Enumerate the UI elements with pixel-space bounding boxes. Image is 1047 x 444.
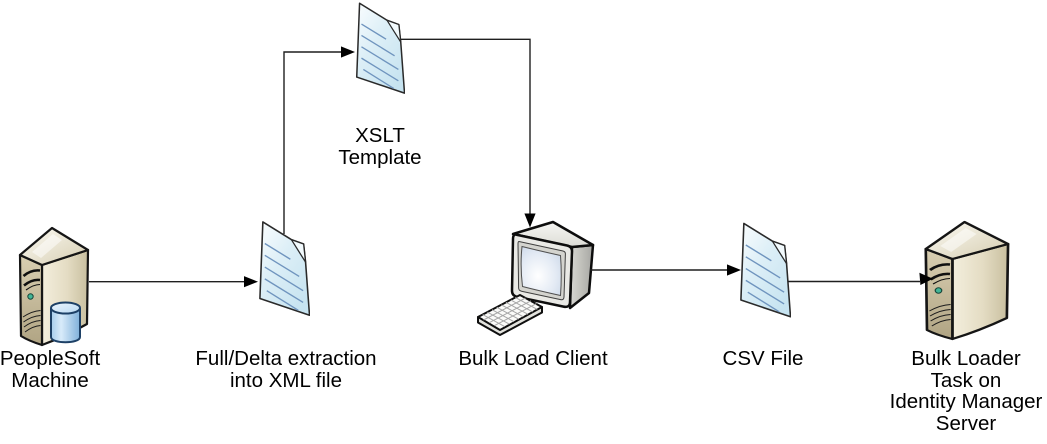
label-line: XSLT — [355, 124, 405, 147]
peoplesoft-machine-label: PeopleSoft Machine — [0, 348, 100, 391]
document-icon — [352, 1, 405, 102]
label-line: Task on — [930, 368, 1002, 392]
bulk-load-client-label: Bulk Load Client — [458, 348, 607, 370]
keyboard-icon — [477, 294, 543, 336]
database-cylinder-icon — [50, 301, 81, 344]
monitor-screen — [520, 245, 562, 297]
label-line: Bulk Loader — [911, 347, 1021, 370]
label-line: Bulk Load Client — [458, 347, 608, 370]
desktop-computer-icon — [477, 220, 595, 336]
server-tower-icon — [904, 219, 1025, 344]
document-icon — [255, 219, 310, 325]
label-line: Machine — [11, 368, 89, 392]
document-icon — [736, 220, 791, 327]
xml-extraction-label: Full/Delta extraction into XML file — [195, 348, 376, 391]
connector-xml-to-xslt — [283, 51, 341, 234]
server-tower-database-icon — [2, 225, 102, 350]
label-line: Server — [935, 412, 997, 436]
label-line: CSV File — [722, 347, 804, 370]
xslt-template-label: XSLT Template — [338, 125, 421, 168]
bulk-loader-task-label: Bulk Loader Task on Identity Manager Ser… — [890, 348, 1043, 435]
monitor-side — [568, 243, 595, 310]
csv-file-label: CSV File — [723, 348, 804, 370]
label-line: Full/Delta extraction — [195, 347, 377, 370]
label-line: PeopleSoft — [0, 347, 101, 370]
label-line: Template — [338, 145, 422, 169]
label-line: into XML file — [229, 368, 343, 392]
label-line: Identity Manager — [889, 390, 1043, 414]
